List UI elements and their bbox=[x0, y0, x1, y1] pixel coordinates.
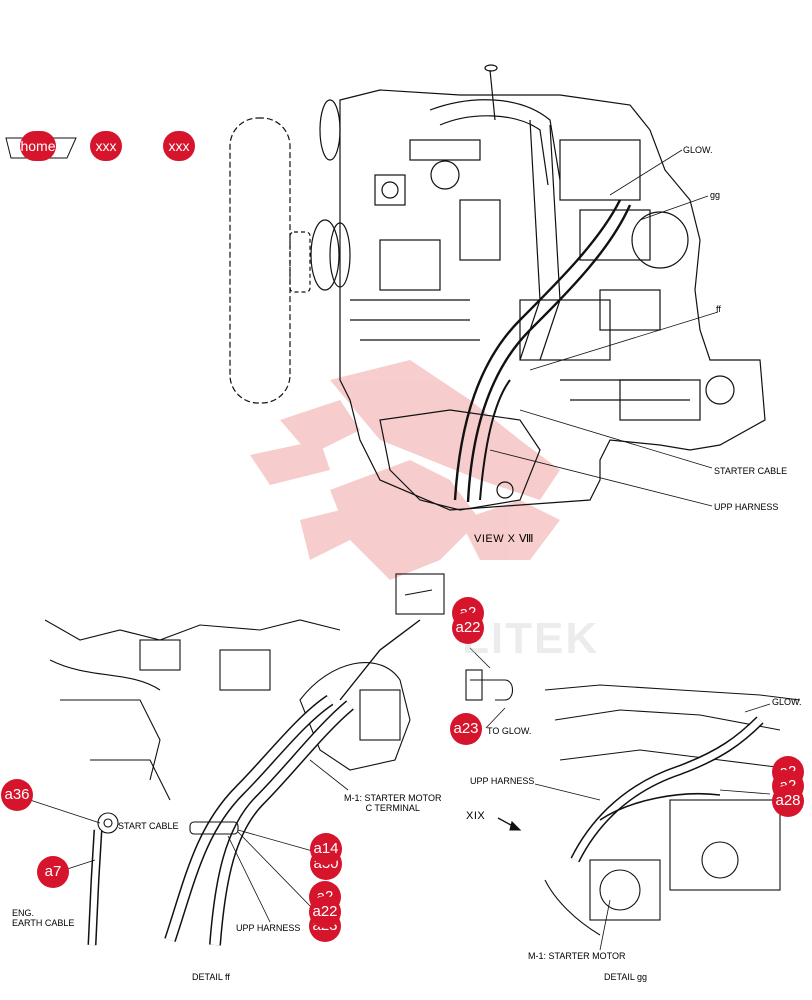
nav-button-xxx-2[interactable]: xxx bbox=[163, 131, 195, 161]
label-eng-line1: ENG. bbox=[12, 908, 35, 918]
label-eng-earth-cable: ENG. EARTH CABLE bbox=[12, 908, 74, 928]
label-to-glow: TO GLOW. bbox=[487, 726, 532, 736]
label-eng-line2: EARTH CABLE bbox=[12, 918, 75, 928]
watermark-text: LITEK bbox=[462, 614, 600, 663]
nav-button-xxx-1[interactable]: xxx bbox=[90, 131, 122, 161]
label-upp-harness-upper: UPP HARNESS bbox=[714, 502, 779, 512]
caption-detail-ff: DETAIL ff bbox=[192, 972, 230, 982]
hotspot-a23[interactable]: a23 bbox=[450, 713, 482, 745]
label-gg-upper: gg bbox=[710, 190, 721, 200]
label-xix: XIX bbox=[466, 810, 486, 822]
label-starter-motor-gg: M-1: STARTER MOTOR bbox=[528, 951, 626, 961]
gear-logo-watermark bbox=[250, 360, 560, 580]
label-glow-upper: GLOW. bbox=[683, 145, 713, 155]
hotspot-a7[interactable]: a7 bbox=[37, 856, 69, 888]
label-starter-motor-c-terminal: M-1: STARTER MOTOR C TERMINAL bbox=[344, 793, 442, 813]
engine-view-upper bbox=[229, 64, 766, 511]
label-starter-motor-line1: M-1: STARTER MOTOR bbox=[344, 793, 442, 803]
label-starter-motor-line2: C TERMINAL bbox=[365, 803, 420, 813]
detail-gg-drawing bbox=[465, 647, 801, 951]
label-upp-harness-gg: UPP HARNESS bbox=[470, 776, 535, 786]
hotspot-a22-mid[interactable]: a22 bbox=[309, 896, 341, 928]
caption-detail-gg: DETAIL gg bbox=[604, 972, 648, 982]
detail-ff-drawing bbox=[29, 573, 445, 946]
label-glow-gg: GLOW. bbox=[772, 697, 802, 707]
label-upp-harness-ff: UPP HARNESS bbox=[236, 923, 301, 933]
label-starter-cable: STARTER CABLE bbox=[714, 466, 788, 476]
caption-view-xviii: VIEW X Ⅷ bbox=[474, 533, 535, 545]
hotspot-a36[interactable]: a36 bbox=[1, 779, 33, 811]
hotspot-a14[interactable]: a14 bbox=[310, 833, 342, 865]
hotspot-a22-top[interactable]: a22 bbox=[452, 612, 484, 644]
label-ff-upper: ff bbox=[716, 304, 721, 314]
home-button[interactable]: home bbox=[20, 131, 56, 161]
hotspot-a28[interactable]: a28 bbox=[772, 785, 804, 817]
label-start-cable: START CABLE bbox=[118, 821, 179, 831]
